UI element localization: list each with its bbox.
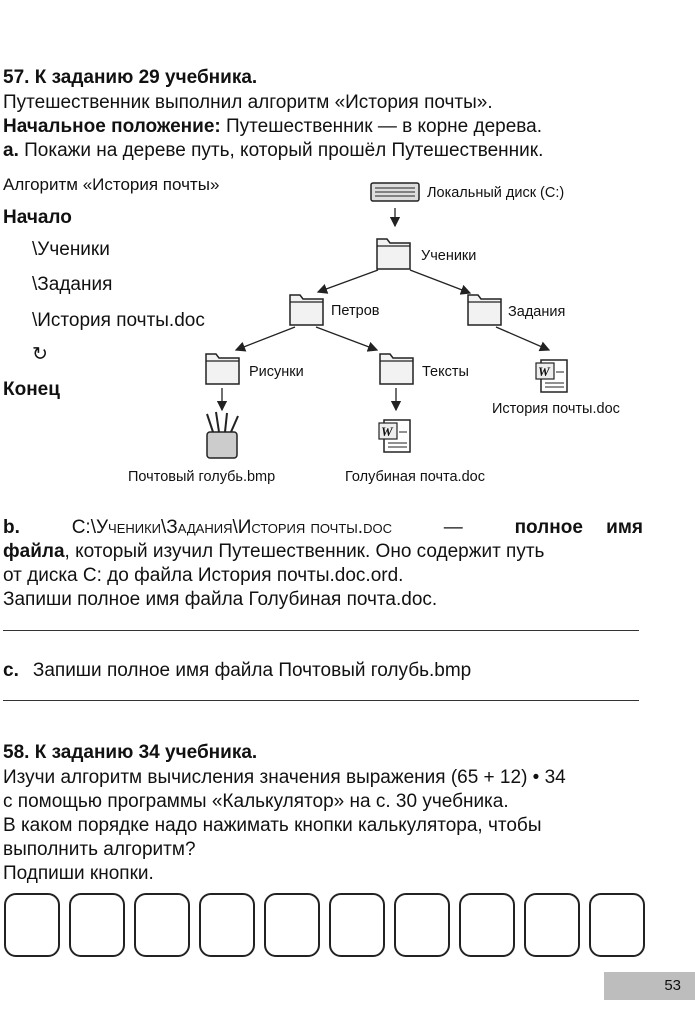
calculator-button-box[interactable] — [69, 893, 125, 957]
algorithm-end: Конец — [3, 379, 60, 400]
tree-node-golub: Почтовый голубь.bmp — [128, 469, 276, 485]
task58-line5: Подпиши кнопки. — [3, 863, 154, 884]
task57-title: 57. К заданию 29 учебника. — [3, 67, 258, 88]
calculator-button-box[interactable] — [459, 893, 515, 957]
algorithm-begin: Начало — [3, 207, 72, 228]
tree-node-teksty: Тексты — [422, 364, 469, 380]
tree-node-risunki: Рисунки — [249, 364, 304, 380]
part-b-file: файла — [3, 541, 65, 562]
svg-text:W: W — [538, 364, 551, 379]
part-c: с. Запиши полное имя файла Почтовый голуб… — [3, 659, 471, 682]
calculator-button-box[interactable] — [264, 893, 320, 957]
a-label: а. — [3, 140, 19, 161]
task58-line1: Изучи алгоритм вычисления значения выраж… — [3, 767, 566, 788]
part-c-label: с. — [3, 660, 19, 681]
algorithm-step-2: \Задания — [32, 274, 113, 295]
tree-node-ucheniki: Ученики — [421, 248, 477, 264]
part-b-line2-rest: , который изучил Путешественник. Оно сод… — [64, 541, 545, 562]
svg-text:W: W — [381, 424, 394, 439]
part-b-full-name: полное имя — [514, 517, 643, 538]
part-b-line2: файла, который изучил Путешественник. Он… — [3, 540, 544, 563]
task57-start: Начальное положение: Путешественник — в … — [3, 115, 542, 138]
part-b-dash: — — [443, 517, 463, 538]
word-doc-icon-istoriya: W — [535, 359, 568, 393]
algorithm-step-1: \Ученики — [32, 239, 110, 260]
page-number: 53 — [604, 972, 695, 1000]
calculator-button-box[interactable] — [134, 893, 190, 957]
calculator-button-box[interactable] — [199, 893, 255, 957]
algorithm-step-3: \История почты.doc — [32, 310, 205, 331]
part-c-text: Запиши полное имя файла Почтовый голубь.… — [32, 660, 472, 681]
repeat-icon: ↻ — [32, 344, 48, 365]
calculator-button-box[interactable] — [329, 893, 385, 957]
paint-brushes-icon — [206, 411, 239, 459]
start-label: Начальное положение: — [3, 116, 221, 137]
tree-node-root: Локальный диск (С:) — [427, 185, 565, 201]
part-b-line1: b. С:\Ученики\Задания\История почты.doc … — [3, 516, 643, 539]
tree-node-istoriya: История почты.doc — [492, 401, 620, 417]
part-b-label: b. — [3, 517, 20, 538]
task58-title: 58. К заданию 34 учебника. — [3, 742, 258, 763]
start-text: Путешественник — в корне дерева. — [220, 116, 543, 137]
a-text: Покажи на дереве путь, который прошёл Пу… — [18, 140, 544, 161]
part-b-line3: от диска С: до файла История почты.doc.o… — [3, 565, 404, 586]
word-doc-icon-golubinaya: W — [378, 419, 411, 453]
task57-a: а. Покажи на дереве путь, который прошёл… — [3, 139, 543, 162]
part-b-line4: Запиши полное имя файла Голубиная почта.… — [3, 589, 438, 610]
tree-node-zadaniya: Задания — [508, 304, 566, 320]
tree-node-petrov: Петров — [331, 303, 380, 319]
task58-line4: выполнить алгоритм? — [3, 839, 196, 860]
algorithm-title: Алгоритм «История почты» — [3, 175, 220, 194]
tree-node-golubinaya: Голубиная почта.doc — [345, 469, 485, 485]
calculator-button-box[interactable] — [524, 893, 580, 957]
task58-line3: В каком порядке надо нажимать кнопки кал… — [3, 815, 542, 836]
folder-icon-risunki — [205, 353, 240, 385]
calculator-button-box[interactable] — [589, 893, 645, 957]
task57-line1: Путешественник выполнил алгоритм «Истори… — [3, 92, 493, 113]
calculator-button-box[interactable] — [4, 893, 60, 957]
answer-line-b[interactable] — [3, 630, 639, 631]
calculator-button-box[interactable] — [394, 893, 450, 957]
answer-line-c[interactable] — [3, 700, 639, 701]
folder-tree-diagram: W W — [205, 182, 568, 459]
task58-line2: с помощью программы «Калькулятор» на с. … — [3, 791, 509, 812]
folder-icon-zadaniya — [467, 294, 502, 326]
disk-icon — [370, 182, 420, 202]
folder-icon-teksty — [379, 353, 414, 385]
folder-icon-ucheniki — [376, 238, 411, 270]
part-b-path: С:\Ученики\Задания\История почты.doc — [71, 517, 392, 538]
folder-icon-petrov — [289, 294, 324, 326]
